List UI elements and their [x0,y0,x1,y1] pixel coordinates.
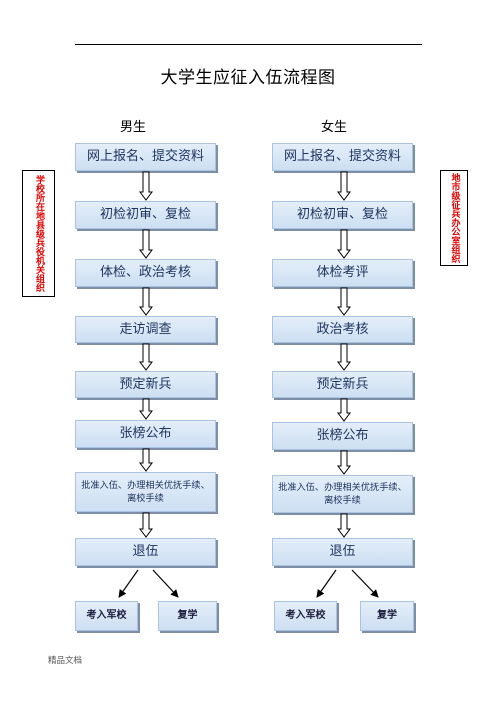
step-label: 体检、政治考核 [99,265,191,281]
step-label: 走访调查 [119,321,172,337]
female-outcome-resume-study: 复学 [360,601,414,631]
step-label: 预定新兵 [119,376,172,392]
step-label: 政治考核 [316,321,369,337]
header-rule [75,44,422,45]
step-label: 初检初审、复检 [296,207,388,223]
organizer-label-male: 学校所在地县级兵役机关组织 [22,170,55,297]
female-step-precheck: 初检初审、复检 [272,201,413,229]
step-label: 网上报名、提交资料 [86,149,204,165]
male-step-register: 网上报名、提交资料 [75,143,216,171]
female-step-preselect: 预定新兵 [272,371,413,398]
female-step-publish: 张榜公布 [272,422,413,450]
page-title: 大学生应征入伍流程图 [160,68,336,88]
female-step-physical: 体检考评 [272,259,413,287]
down-arrow [139,512,153,538]
male-outcome-military-academy: 考入军校 [75,601,138,631]
outcome-label: 考入军校 [285,610,326,621]
down-arrow [139,171,153,201]
step-label: 批准入伍、办理相关优抚手续、离校手续 [278,481,407,506]
organizer-label-female: 地市级征兵办公室组织 [440,170,468,266]
branch-arrow [351,569,379,598]
female-outcome-military-academy: 考入军校 [274,601,337,631]
outcome-label: 复学 [377,610,397,621]
step-label: 网上报名、提交资料 [283,149,401,165]
column-heading-female: 女生 [321,120,348,135]
down-arrow [337,450,351,475]
male-step-physical-political: 体检、政治考核 [75,259,216,287]
outcome-label: 考入军校 [86,610,127,621]
step-label: 预定新兵 [316,376,369,392]
footer-note: 精品文档 [48,656,83,666]
male-step-precheck: 初检初审、复检 [75,201,216,229]
down-arrow [337,513,351,538]
down-arrow [139,287,153,316]
outcome-label: 复学 [177,610,198,621]
down-arrow [139,343,153,371]
organizer-label-text: 地市级征兵办公室组织 [449,173,460,263]
male-outcome-resume-study: 复学 [158,601,217,631]
step-label: 张榜公布 [316,428,369,444]
down-arrow [337,343,351,371]
down-arrow [139,229,153,259]
organizer-label-text: 学校所在地县级兵役机关组织 [34,175,44,292]
step-label: 批准入伍、办理相关优抚手续、离校手续 [81,479,210,504]
down-arrow [337,398,351,422]
down-arrow [139,448,153,472]
branch-arrow [118,569,139,598]
female-step-discharge: 退伍 [272,538,413,566]
female-step-political: 政治考核 [272,316,413,343]
male-step-discharge: 退伍 [75,538,216,566]
male-step-preselect: 预定新兵 [75,371,216,398]
female-step-register: 网上报名、提交资料 [272,143,413,171]
male-step-visit-survey: 走访调查 [75,316,216,343]
down-arrow [139,398,153,420]
step-label: 张榜公布 [119,426,172,442]
branch-arrow [316,569,337,598]
male-step-approve: 批准入伍、办理相关优抚手续、离校手续 [75,472,216,512]
step-label: 体检考评 [316,265,369,281]
down-arrow [337,229,351,259]
down-arrow [337,171,351,201]
step-label: 退伍 [132,544,159,560]
down-arrow [337,287,351,316]
step-label: 退伍 [329,544,356,560]
male-step-publish: 张榜公布 [75,420,216,448]
column-heading-male: 男生 [120,120,147,135]
step-label: 初检初审、复检 [99,207,191,223]
female-step-approve: 批准入伍、办理相关优抚手续、离校手续 [272,475,413,513]
branch-arrow [152,569,179,598]
